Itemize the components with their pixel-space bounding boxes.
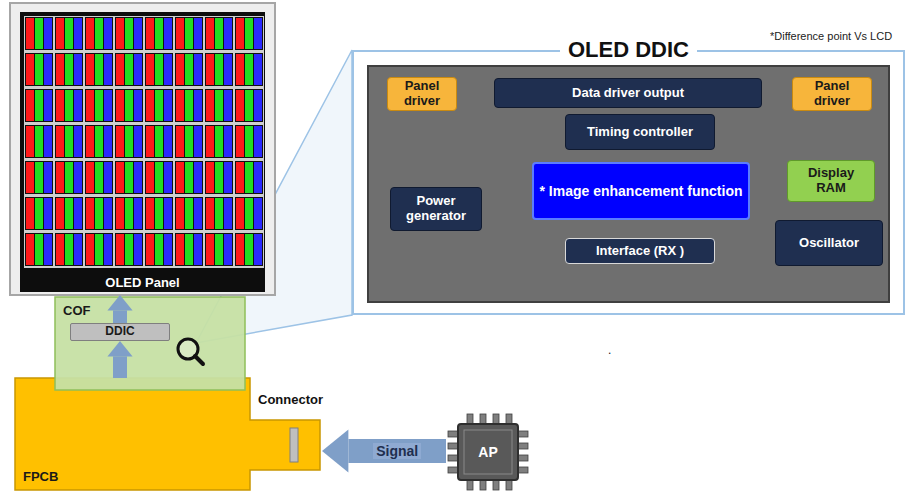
- oscillator-block: Oscillator: [775, 220, 883, 266]
- arrow-head: [107, 295, 132, 310]
- magnifier-handle: [195, 356, 203, 364]
- arrow-head: [322, 429, 348, 472]
- chip-pin: [518, 443, 528, 449]
- chip-pin: [493, 414, 499, 424]
- flow-arrow: [113, 310, 127, 323]
- chip-inner: [464, 430, 512, 474]
- panel-screen: [20, 12, 265, 292]
- chip-pin: [467, 480, 473, 490]
- signal-arrow: [348, 439, 446, 463]
- panel-driver-block: Panel driver: [792, 77, 872, 111]
- panel-label: OLED Panel: [105, 275, 179, 290]
- power-generator-block: Power generator: [390, 187, 482, 231]
- chip-pin: [493, 480, 499, 490]
- edge-label: Signal: [373, 443, 421, 459]
- panel-driver-block: Panel driver: [387, 77, 457, 111]
- chip-pin: [518, 431, 528, 437]
- chip-pin: [518, 455, 528, 461]
- ddic-chip: DDIC: [70, 323, 170, 341]
- panel-frame: [10, 3, 275, 295]
- block-label: Oscillator: [799, 236, 859, 251]
- connector-group: [107, 341, 132, 378]
- chip-pin: [480, 480, 486, 490]
- chip-pin: [448, 443, 458, 449]
- block-label: Power generator: [396, 194, 476, 224]
- connector-group: [107, 295, 132, 323]
- timing-controller-block: Timing controller: [565, 114, 715, 150]
- callout-title: OLED DDIC: [560, 37, 697, 63]
- block-label: Display RAM: [793, 166, 869, 196]
- block-label: Panel driver: [393, 79, 451, 109]
- chip-pin: [506, 414, 512, 424]
- fpcb-board: [15, 378, 320, 490]
- block-label: * Image enhancement function: [539, 183, 742, 199]
- callout-box: OLED DDICPanel driverData driver outputP…: [352, 50, 905, 315]
- cof-label: COF: [63, 303, 90, 318]
- fpcb-board-node: FPCB: [15, 378, 322, 490]
- note-text: *Difference point Vs LCD: [770, 30, 892, 42]
- ddic-die: [368, 66, 889, 302]
- block-label: Timing controller: [587, 125, 693, 140]
- chip-pin: [467, 414, 473, 424]
- image-enhancement-block: * Image enhancement function: [532, 162, 750, 220]
- data-driver-block: Data driver output: [494, 78, 762, 108]
- chip-pin: [448, 431, 458, 437]
- display-ram-block: Display RAM: [787, 160, 875, 202]
- chip-pin: [448, 467, 458, 473]
- part-name: Connector: [258, 392, 323, 407]
- connector-group: [322, 429, 446, 472]
- flow-arrow: [113, 356, 127, 378]
- display-panel: OLED Panel: [10, 3, 275, 295]
- connector-slot: [290, 428, 298, 462]
- chip-body: [458, 424, 518, 480]
- interface-block: Interface (RX ): [565, 238, 715, 264]
- cof-film: [55, 297, 245, 390]
- chip-pin: [480, 414, 486, 424]
- cof-region: COF DDIC: [55, 297, 245, 390]
- block-label: Data driver output: [572, 86, 684, 101]
- ap-chip: AP: [446, 412, 530, 492]
- stray-mark: .: [608, 343, 611, 357]
- arrow-head: [107, 341, 132, 356]
- edge-label-holder: Signal: [373, 443, 421, 459]
- chip-pin: [518, 467, 528, 473]
- block-label: Panel driver: [798, 79, 866, 109]
- chip-pins: [448, 414, 528, 490]
- chip-pin: [448, 455, 458, 461]
- block-label: Interface (RX ): [596, 244, 684, 259]
- fpcb-label: FPCB: [23, 469, 58, 484]
- chip-pin: [506, 480, 512, 490]
- block-label: DDIC: [105, 325, 134, 339]
- pixel-grid: [24, 16, 264, 268]
- chip-label: AP: [478, 444, 497, 460]
